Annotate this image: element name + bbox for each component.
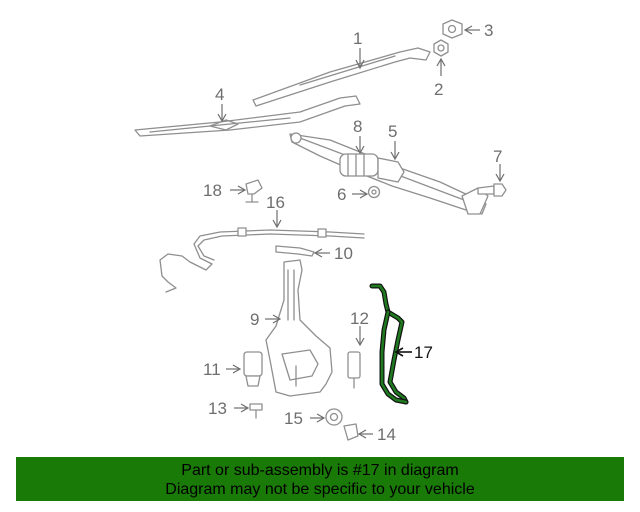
part-3-cap: [442, 19, 463, 39]
part-8-wiper-motor: [339, 153, 405, 183]
part-10-hose: [275, 245, 315, 257]
info-banner: Part or sub-assembly is #17 in diagram D…: [16, 457, 624, 501]
callout-16: 16: [266, 193, 285, 212]
leader-4-arrow: [217, 113, 227, 123]
leader-15-arrow: [316, 413, 326, 423]
leader-18-arrow: [237, 185, 247, 195]
leader-13-arrow: [240, 403, 250, 413]
leader-7-arrow: [495, 173, 505, 183]
part-4-wiper-blade: [134, 95, 361, 137]
callout-14: 14: [377, 425, 396, 444]
callout-10: 10: [334, 244, 353, 263]
part-11-washer-pump: [243, 351, 263, 387]
callout-1: 1: [353, 29, 362, 48]
part-6-pivot: [367, 185, 381, 199]
leader-5-arrow: [390, 151, 400, 161]
callout-18: 18: [203, 181, 222, 200]
leader-9-arrow: [272, 314, 282, 324]
callout-6: 6: [337, 185, 346, 204]
callout-15: 15: [284, 409, 303, 428]
leader-6-arrow: [359, 189, 369, 199]
part-12-level-sensor: [347, 351, 361, 389]
part-16-washer-hose: [159, 227, 365, 293]
callout-11: 11: [203, 360, 221, 379]
leader-16-arrow: [272, 219, 282, 229]
callout-5: 5: [388, 122, 397, 141]
callout-8: 8: [353, 117, 362, 136]
callout-9: 9: [250, 310, 259, 329]
callout-7: 7: [493, 147, 502, 166]
leader-17-arrow: [394, 347, 404, 357]
leader-2-arrow: [436, 57, 446, 67]
callout-2: 2: [434, 80, 443, 99]
part-13-screw: [249, 403, 263, 419]
leader-12-arrow: [355, 337, 365, 347]
callout-17: 17: [414, 343, 433, 362]
callout-4: 4: [215, 85, 224, 104]
callout-13: 13: [208, 399, 227, 418]
leader-14-arrow: [357, 429, 367, 439]
leader-3-arrow: [463, 25, 473, 35]
part-9-washer-reservoir: [265, 259, 333, 397]
part-1-wiper-arm: [252, 47, 431, 107]
part-18-clip: [245, 179, 263, 203]
part-14-bracket: [343, 423, 359, 441]
callout-3: 3: [484, 21, 493, 40]
part-7-bolt: [477, 183, 507, 197]
part-17-hose-highlighted: [369, 283, 409, 405]
banner-line-disclaimer: Diagram may not be specific to your vehi…: [165, 481, 475, 498]
leader-10-arrow: [313, 248, 323, 258]
banner-line-part: Part or sub-assembly is #17 in diagram: [181, 462, 459, 479]
callout-12: 12: [350, 309, 369, 328]
leader-8-arrow: [355, 145, 365, 155]
leader-11-arrow: [232, 364, 242, 374]
part-15-grommet: [325, 408, 343, 426]
leader-1-arrow: [355, 59, 365, 70]
part-2-nut: [433, 39, 449, 57]
